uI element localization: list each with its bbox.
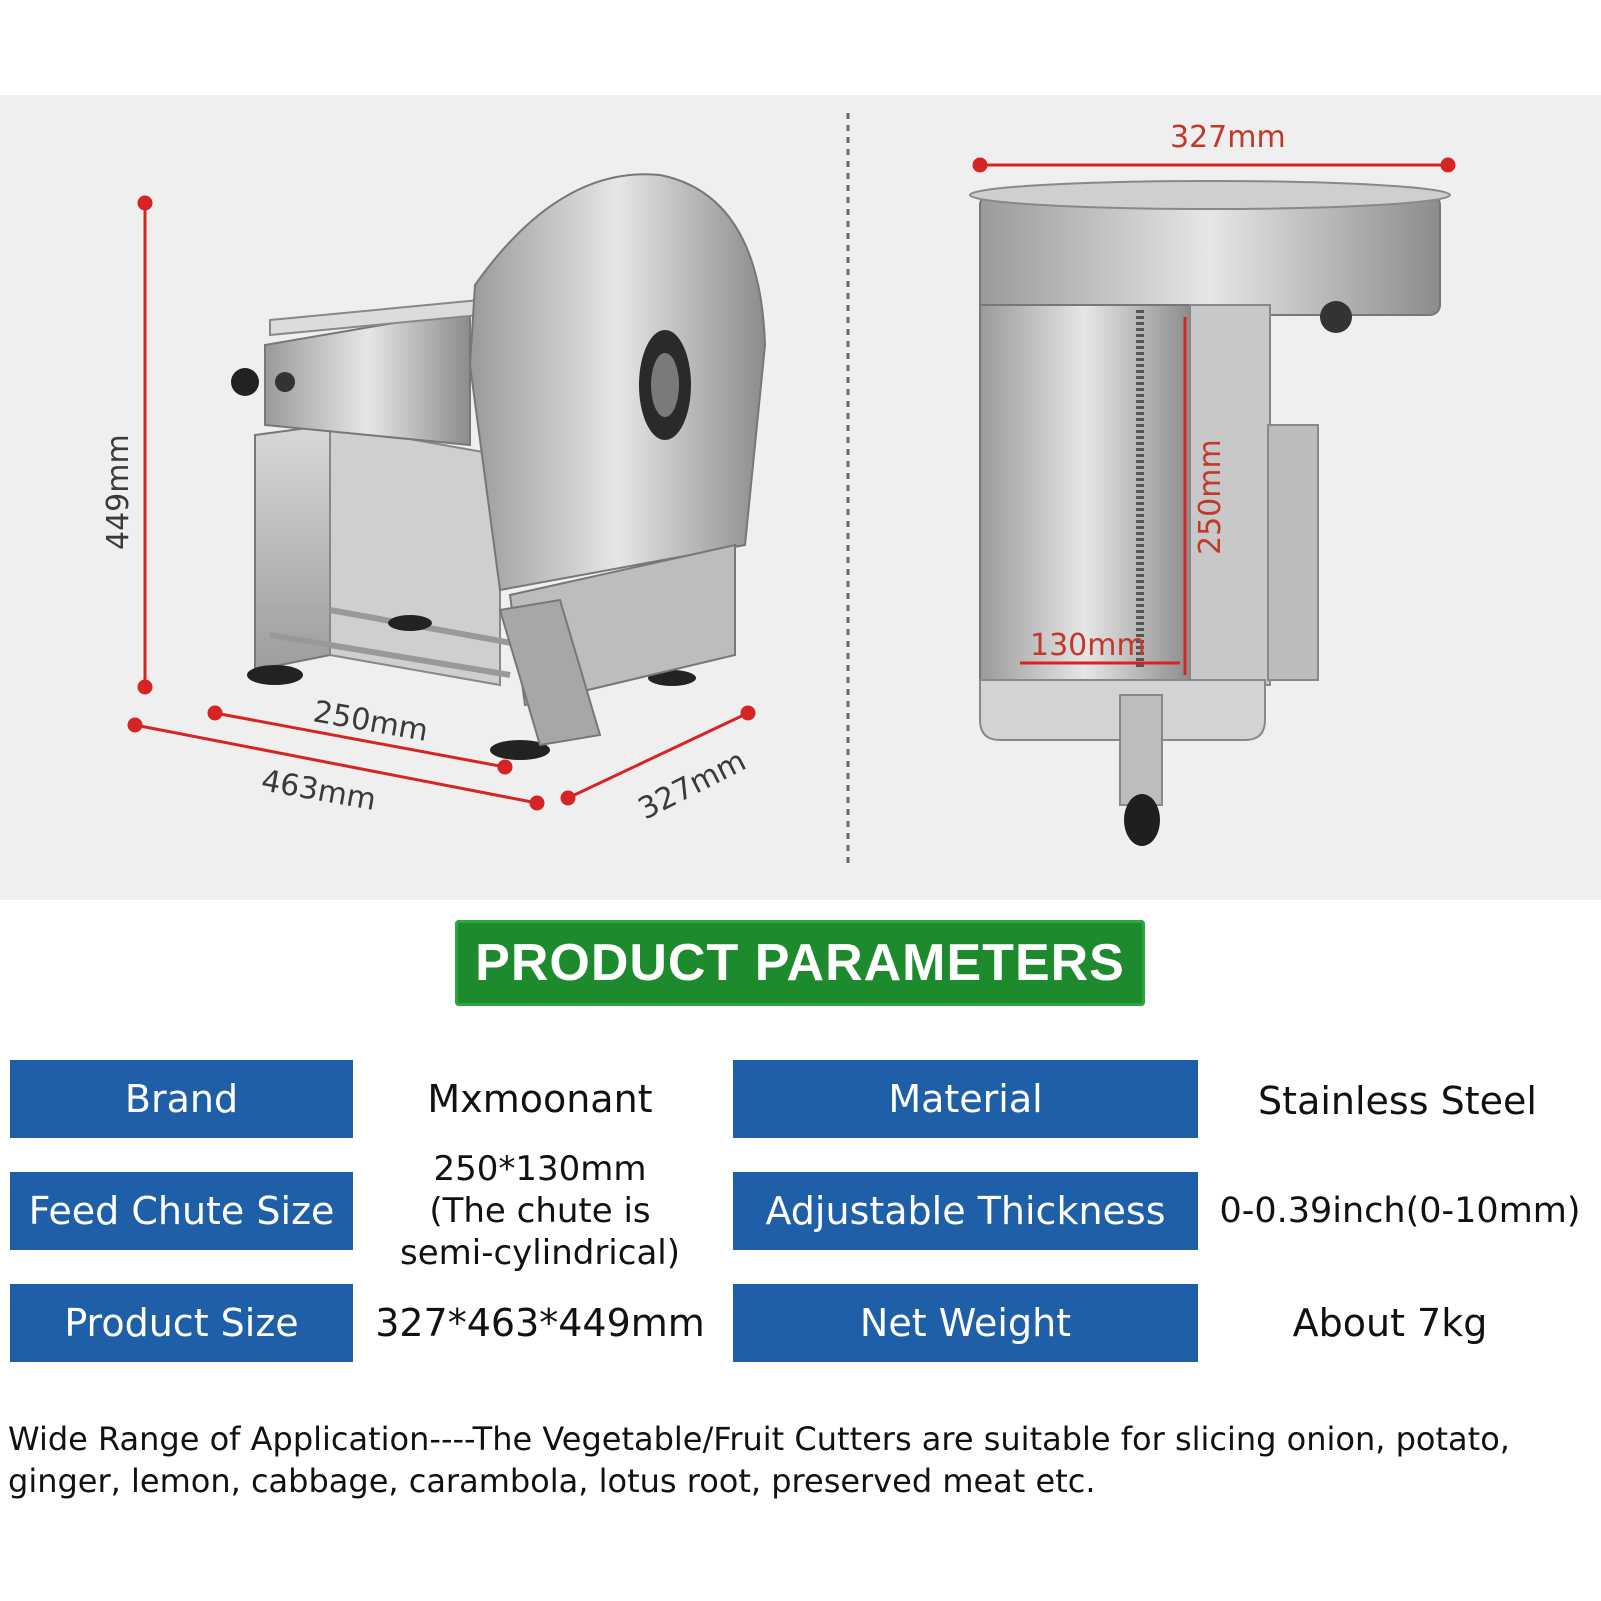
product-size-label: Product Size [10,1284,353,1362]
feed-chute-size-line-1: 250*130mm [433,1149,647,1189]
feed-chute-size-value: 250*130mm (The chute is semi-cylindrical… [355,1146,725,1276]
product-photo-area: 449mm 250mm 463mm 327mm 327mm 250mm [0,95,1601,900]
brand-label: Brand [10,1060,353,1138]
material-value: Stainless Steel [1258,1079,1537,1123]
dim-height-label: 449mm [101,434,136,550]
product-parameters-banner: PRODUCT PARAMETERS [455,920,1145,1006]
left-dimension-lines [127,195,756,811]
net-weight-label: Net Weight [733,1284,1198,1362]
dim-depth-label: 327mm [633,743,752,827]
right-dimension-lines [972,157,1456,675]
adjustable-thickness-label: Adjustable Thickness [733,1172,1198,1250]
dim-front-width-label: 327mm [1170,120,1286,155]
slicer-machine-side-view [231,173,767,760]
dim-chute-width-label: 130mm [1030,628,1146,663]
brand-value: Mxmoonant [427,1077,653,1121]
application-description: Wide Range of Application----The Vegetab… [8,1420,1510,1500]
feed-chute-size-line-3: semi-cylindrical) [400,1233,680,1273]
slicer-machine-front-view [969,180,1451,846]
adjustable-thickness-value: 0-0.39inch(0-10mm) [1219,1191,1581,1231]
product-size-value: 327*463*449mm [375,1301,705,1345]
net-weight-value: About 7kg [1292,1301,1488,1345]
feed-chute-size-label: Feed Chute Size [10,1172,353,1250]
product-illustration: 449mm 250mm 463mm 327mm 327mm 250mm [101,113,1456,865]
material-label: Material [733,1060,1198,1138]
dim-chute-height-label: 250mm [1193,439,1228,555]
feed-chute-size-line-2: (The chute is [429,1191,651,1231]
product-parameters-title: PRODUCT PARAMETERS [475,934,1125,992]
dim-length-label: 463mm [259,763,379,818]
